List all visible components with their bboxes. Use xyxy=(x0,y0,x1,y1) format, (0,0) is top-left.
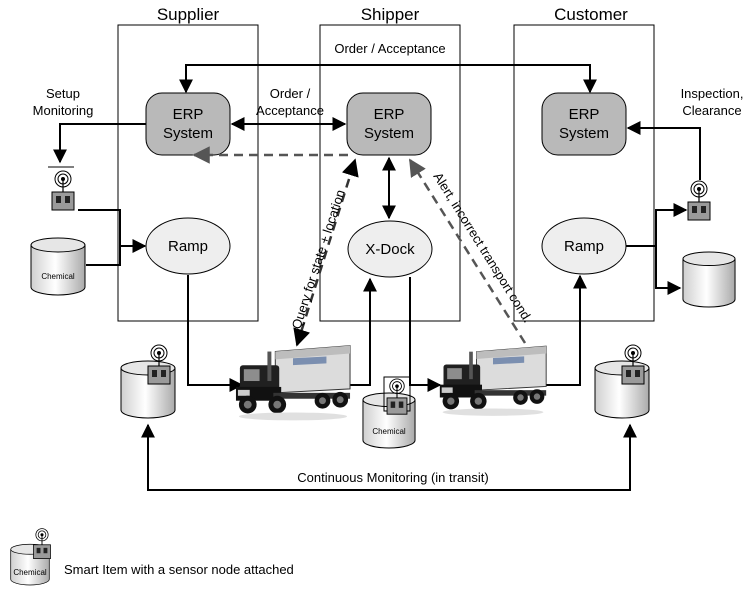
shipper-erp-line2: System xyxy=(364,125,414,142)
legend-text: Smart Item with a sensor node attached xyxy=(64,562,294,577)
supplier-chemical-drum-icon xyxy=(30,237,86,296)
query-label: Query for state + location xyxy=(289,188,348,331)
customer-ramp-label: Ramp xyxy=(564,238,604,255)
customer-header: Customer xyxy=(554,5,628,24)
customer-erp-line1: ERP xyxy=(569,106,600,123)
ramp-to-sensor-arrow xyxy=(626,203,688,247)
sensor-to-ramp-arrow xyxy=(78,209,147,253)
truck-2-icon xyxy=(439,345,547,417)
alert-dashed-arrow xyxy=(408,158,527,344)
supplier-header: Supplier xyxy=(157,5,220,24)
alert-label: Alert, incorrect transport cond. xyxy=(430,170,535,326)
customer-column xyxy=(513,24,655,322)
order-acceptance-top-arrow xyxy=(179,64,597,94)
legend: Chemical Smart Item with a sensor node a… xyxy=(10,528,294,586)
supplier-erp: ERP System xyxy=(145,92,231,156)
inspection-line2: Clearance xyxy=(682,103,741,118)
setup-monitoring-arrow xyxy=(53,123,146,164)
continuous-monitoring-arrow xyxy=(141,423,637,491)
customer-drum-icon xyxy=(682,251,736,308)
order-acceptance-mid-line1: Order / xyxy=(270,86,311,101)
customer-erp-line2: System xyxy=(559,125,609,142)
supplier-chemical-label: Chemical xyxy=(41,272,75,281)
xdock-label: X-Dock xyxy=(365,241,415,258)
drum-to-ramp-line xyxy=(86,246,121,266)
continuous-monitoring-label: Continuous Monitoring (in transit) xyxy=(297,470,488,485)
xdock: X-Dock xyxy=(347,220,433,278)
supplier-sensor-icon xyxy=(51,170,75,211)
order-acceptance-top-label: Order / Acceptance xyxy=(334,41,445,56)
legend-sensor-icon xyxy=(33,528,51,560)
xdock-to-truck2-arrow xyxy=(409,277,442,392)
inspection-arrow xyxy=(626,121,701,180)
order-acceptance-mid-line2: Acceptance xyxy=(256,103,324,118)
shipper-erp-line1: ERP xyxy=(374,106,405,123)
customer-ramp: Ramp xyxy=(541,217,627,275)
query-dashed-arrow xyxy=(293,158,359,347)
customer-sensor-icon xyxy=(687,180,711,221)
ramp-to-truck1-arrow xyxy=(187,275,244,392)
inspection-line1: Inspection, xyxy=(681,86,744,101)
shipper-header: Shipper xyxy=(361,5,420,24)
setup-monitoring-line1: Setup xyxy=(46,86,80,101)
truck-1-icon xyxy=(235,345,351,421)
truck2-to-ramp-arrow xyxy=(540,274,587,386)
ramp-to-drum-arrow xyxy=(655,246,682,295)
supplier-erp-line1: ERP xyxy=(173,106,204,123)
customer-erp: ERP System xyxy=(541,92,627,156)
shipper-erp: ERP System xyxy=(346,92,432,156)
xdock-chemical-label: Chemical xyxy=(372,427,406,436)
legend-chemical-label: Chemical xyxy=(13,568,47,577)
supplier-erp-line2: System xyxy=(163,125,213,142)
setup-monitoring-line2: Monitoring xyxy=(33,103,94,118)
supplier-ramp-label: Ramp xyxy=(168,238,208,255)
supplier-ramp: Ramp xyxy=(145,217,231,275)
